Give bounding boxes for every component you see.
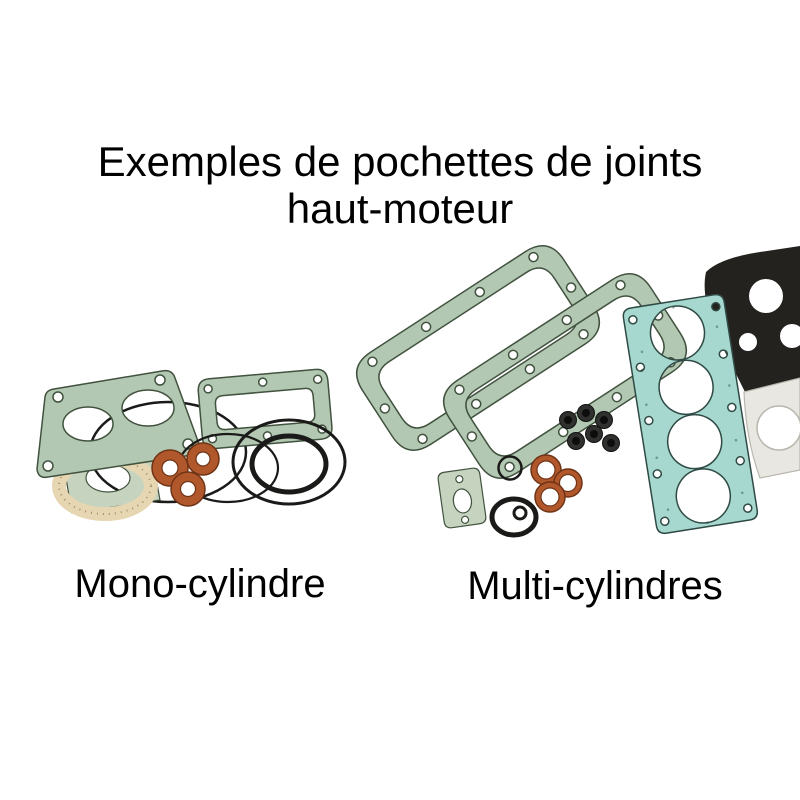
valve-stem-seals	[559, 404, 620, 452]
title-line-1: Exemples de pochettes de joints	[97, 138, 703, 185]
rocker-cover-gasket	[197, 368, 333, 450]
copper-washers	[151, 442, 220, 507]
head-gasket-teal	[622, 293, 759, 535]
page-title: Exemples de pochettes de joints haut-mot…	[0, 138, 800, 232]
light-head-gasket	[743, 377, 800, 479]
oil-seal-ring	[489, 496, 539, 538]
small-o-ring	[497, 455, 523, 481]
multi-cylinder-kit-image	[346, 235, 800, 538]
gasket-texture-dots	[640, 306, 744, 524]
caption-mono-cylindre: Mono-cylindre	[74, 562, 326, 606]
large-black-o-rings	[231, 418, 347, 506]
copper-sealing-rings	[530, 454, 583, 513]
small-port-gasket	[437, 467, 487, 529]
mono-cylinder-kit-image	[36, 368, 347, 521]
title-line-2: haut-moteur	[286, 185, 514, 233]
caption-multi-cylindres: Multi-cylindres	[467, 564, 723, 608]
